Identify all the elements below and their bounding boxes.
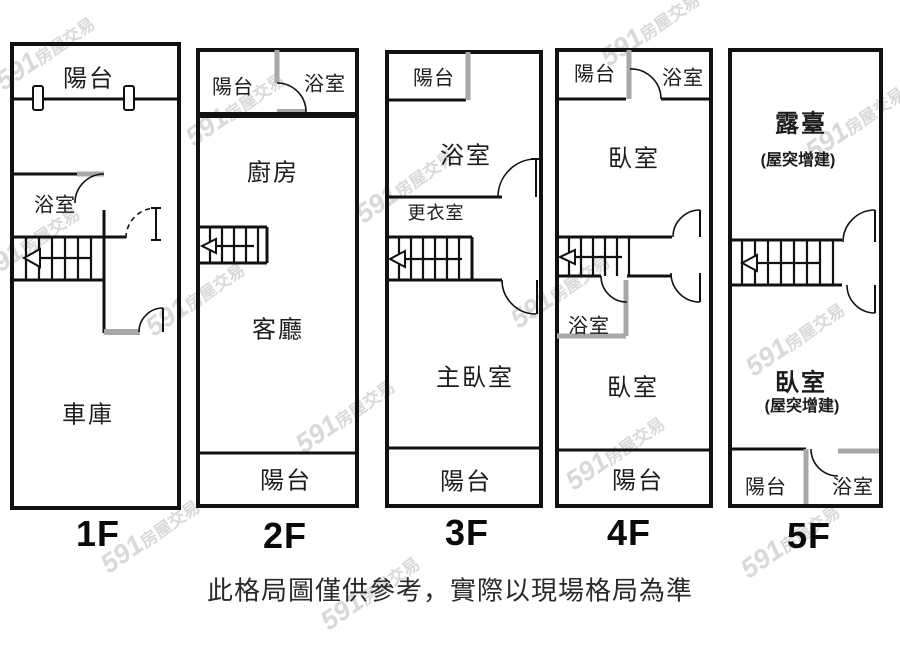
floor-3-stairs [387, 235, 502, 282]
floor-4-stairs [557, 235, 672, 278]
room-label-terrace-5f: 露臺 [775, 110, 827, 138]
room-label-bathroom-top-4f: 浴室 [662, 67, 704, 90]
floor-2-walls [196, 48, 359, 508]
floor-1-stairs [14, 235, 104, 282]
floor-label-5f: 5F [786, 515, 832, 556]
room-label-bedroom-5f: 臥室 [775, 369, 827, 397]
room-label-balcony-bottom-2f: 陽台 [260, 467, 312, 495]
disclaimer-text: 此格局圖僅供參考，實際以現場格局為準 [206, 575, 694, 606]
room-label-balcony-top-3f: 陽台 [413, 67, 455, 90]
floor-2-doors [276, 82, 307, 113]
floor-5-doors [810, 209, 876, 477]
room-label-garage-1f: 車庫 [62, 401, 114, 429]
room-label-bedroom-lower-4f: 臥室 [607, 374, 659, 402]
room-label-balcony-5f: 陽台 [745, 476, 787, 499]
room-label-bathroom-mid-4f: 浴室 [568, 315, 610, 338]
room-label-balcony-bottom-3f: 陽台 [440, 468, 492, 496]
room-label-bathroom-5f: 浴室 [832, 476, 874, 499]
floor-5-stairs [730, 238, 842, 287]
room-label-bedroom-note-5f: (屋突增建) [764, 398, 840, 415]
room-label-bathroom-2f: 浴室 [304, 73, 346, 96]
room-label-master-bedroom-3f: 主臥室 [436, 364, 514, 392]
room-label-balcony-top-4f: 陽台 [574, 63, 616, 86]
room-label-balcony-bottom-4f: 陽台 [612, 467, 664, 495]
room-label-walk-in-closet-3f: 更衣室 [407, 203, 465, 223]
room-label-kitchen-2f: 廚房 [247, 159, 299, 187]
floor-label-3f: 3F [444, 512, 490, 553]
room-label-living-room-2f: 客廳 [252, 316, 304, 344]
room-label-bathroom-1f: 浴室 [34, 194, 76, 217]
floor-4-doors [600, 68, 701, 303]
floor-label-1f: 1F [75, 513, 121, 554]
floor-label-4f: 4F [606, 512, 652, 553]
floor-1-doors [74, 173, 164, 333]
floor-1-walls [10, 42, 181, 510]
floor-5-walls [728, 48, 883, 508]
room-label-bedroom-upper-4f: 臥室 [608, 145, 660, 173]
room-label-balcony-top-2f: 陽台 [212, 76, 254, 99]
floor-label-2f: 2F [262, 515, 308, 556]
room-label-balcony-1f: 陽台 [63, 65, 115, 93]
room-label-bathroom-3f: 浴室 [440, 142, 492, 170]
floor-4-walls [555, 48, 713, 508]
floor-2-stairs [198, 225, 269, 265]
floor-1-sliding-door-jambs [32, 85, 135, 111]
room-label-terrace-note-5f: (屋突增建) [760, 152, 836, 169]
floor-3-doors [497, 158, 541, 315]
